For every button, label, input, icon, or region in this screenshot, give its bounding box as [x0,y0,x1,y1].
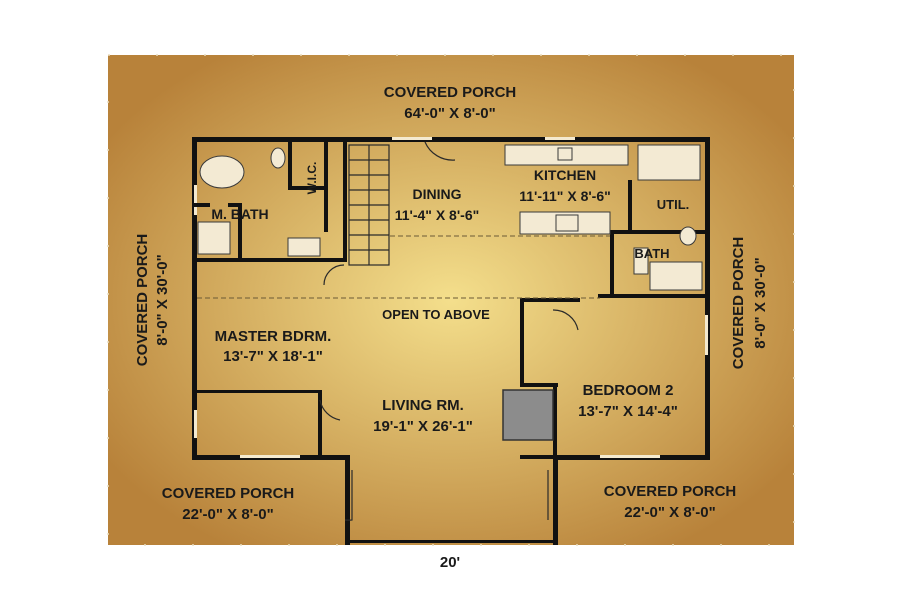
porch-top-name: COVERED PORCH [384,84,517,101]
bedroom2-size: 13'-7" X 14'-4" [578,403,678,420]
living-size: 19'-1" X 26'-1" [373,418,473,435]
bottom-dimension: 20' [440,554,460,571]
fireplace [502,389,554,441]
living-name: LIVING RM. [382,397,464,414]
dining-size: 11'-4" X 8'-6" [395,207,480,223]
porch-floor [108,55,794,545]
windows [194,137,708,458]
bath-fixtures [197,147,703,291]
door-swings [319,141,579,521]
wic-name: W.I.C. [305,162,319,195]
stairs [348,144,390,266]
porch-top-size: 64'-0" X 8'-0" [404,105,495,122]
master-name: MASTER BDRM. [215,328,332,345]
porch-bottom-left-size: 22'-0" X 8'-0" [182,506,273,523]
master-size: 13'-7" X 18'-1" [223,348,323,365]
bath-name: BATH [634,246,669,261]
m-bath-name: M. BATH [211,206,268,222]
open-to-above: OPEN TO ABOVE [382,307,490,322]
kitchen-size: 11'-11" X 8'-6" [519,188,611,204]
interior-walls [192,137,710,460]
porch-bottom-right-size: 22'-0" X 8'-0" [624,504,715,521]
porch-right-name: COVERED PORCH [730,237,747,370]
util-name: UTIL. [657,197,690,212]
porch-left-size: 8'-0" X 30'-0" [154,254,171,345]
porch-bottom-right-name: COVERED PORCH [604,483,737,500]
dining-name: DINING [413,186,462,202]
porch-bottom-left-name: COVERED PORCH [162,485,295,502]
kitchen-counter [504,144,701,235]
porch-left-name: COVERED PORCH [134,234,151,367]
bedroom2-name: BEDROOM 2 [583,382,674,399]
porch-right-size: 8'-0" X 30'-0" [752,257,769,348]
room-labels: COVERED PORCH 64'-0" X 8'-0" M. BATH W.I… [134,84,769,571]
kitchen-name: KITCHEN [534,167,596,183]
